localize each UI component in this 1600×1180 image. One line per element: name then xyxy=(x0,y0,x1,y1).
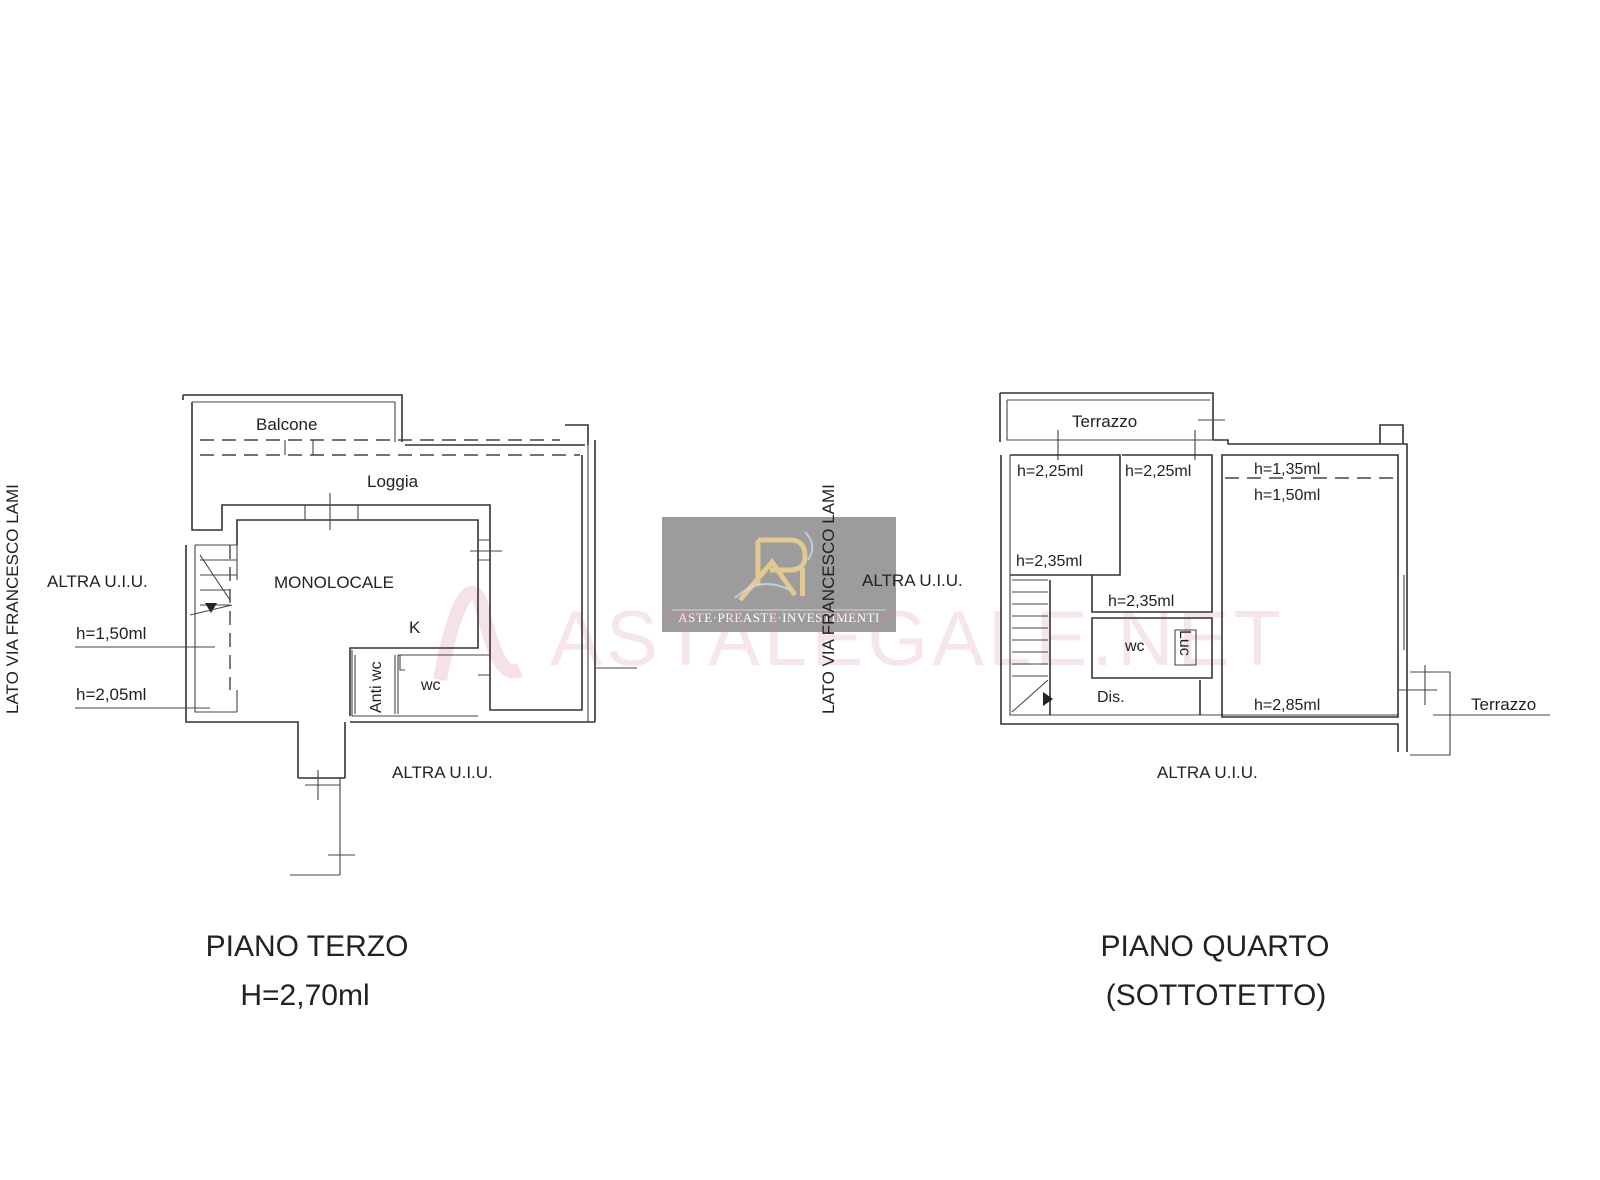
height-label: h=2,05ml xyxy=(76,685,146,704)
plan-subtitle: (SOTTOTETTO) xyxy=(1106,979,1327,1012)
height-label: h=2,25ml xyxy=(1125,463,1191,480)
height-label: h=1,50ml xyxy=(76,624,146,643)
label-altra-uiu-west: ALTRA U.I.U. xyxy=(862,571,963,590)
room-label-monolocale: MONOLOCALE xyxy=(274,573,394,592)
plan-title: PIANO QUARTO xyxy=(1101,930,1330,963)
height-label: h=1,50ml xyxy=(1254,487,1320,504)
label-altra-uiu-south: ALTRA U.I.U. xyxy=(1157,763,1258,782)
watermark-logo-icon xyxy=(433,585,524,682)
plan-subtitle: H=2,70ml xyxy=(240,979,369,1012)
plan-piano-terzo: Balcone Loggia MONOLOCALE K Anti wc wc A… xyxy=(3,394,637,1012)
room-label-wc: wc xyxy=(420,677,441,694)
room-label-anti-wc: Anti wc xyxy=(368,661,385,713)
room-label-wc: wc xyxy=(1124,638,1145,655)
height-label: h=1,35ml xyxy=(1254,461,1320,478)
street-label: LATO VIA FRANCESCO LAMI xyxy=(819,484,838,714)
stair-arrow-icon xyxy=(205,603,217,613)
stair-arrow-icon xyxy=(1043,692,1053,706)
room-label-balcone: Balcone xyxy=(256,415,317,434)
height-label: h=2,25ml xyxy=(1017,463,1083,480)
logo-overlay: ASTE·PREASTE·INVESTIMENTI xyxy=(662,517,896,632)
room-label-loggia: Loggia xyxy=(367,472,419,491)
ri-logo-icon xyxy=(734,531,814,602)
watermark-text: ASTALEGALE.NET xyxy=(550,594,1285,682)
room-label-luc: Luc xyxy=(1176,630,1193,656)
room-label-dis: Dis. xyxy=(1097,689,1125,706)
height-label: h=2,35ml xyxy=(1016,553,1082,570)
height-label: h=2,35ml xyxy=(1108,593,1174,610)
watermark: ASTALEGALE.NET xyxy=(433,585,1285,682)
label-altra-uiu-south: ALTRA U.I.U. xyxy=(392,763,493,782)
room-label-terrazzo: Terrazzo xyxy=(1072,412,1137,431)
street-label: LATO VIA FRANCESCO LAMI xyxy=(3,484,22,714)
label-altra-uiu-west: ALTRA U.I.U. xyxy=(47,572,148,591)
room-label-terrazzo-east: Terrazzo xyxy=(1471,695,1536,714)
plan-piano-quarto: Terrazzo h=2,25ml h=2,25ml h=2,35ml h=2,… xyxy=(819,392,1550,1012)
logo-caption: ASTE·PREASTE·INVESTIMENTI xyxy=(678,610,880,625)
room-label-kitchen: K xyxy=(409,618,421,637)
plan-title: PIANO TERZO xyxy=(206,930,409,963)
height-label: h=2,85ml xyxy=(1254,697,1320,714)
